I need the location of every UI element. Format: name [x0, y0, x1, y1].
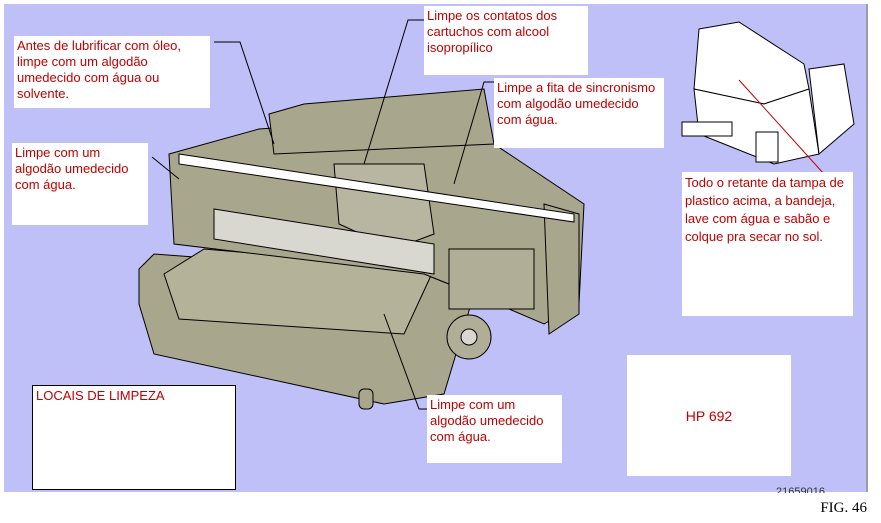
note-contatos: Limpe os contatos dos cartuchos com alco…	[424, 6, 588, 75]
gear-housing	[448, 248, 535, 310]
front-foot	[358, 388, 374, 410]
figure-label: FIG. 46	[820, 500, 867, 516]
paper-tray	[163, 248, 435, 335]
feed-roller	[213, 208, 435, 275]
side-plate	[543, 203, 580, 335]
note-esquerda: Limpe com um algodão umedecido com água.	[12, 143, 148, 225]
carriage-cover	[268, 88, 495, 155]
model-box: HP 692	[627, 355, 791, 476]
small-printer-illustration	[681, 21, 855, 175]
note-lubrificar: Antes de lubrificar com óleo, limpe com …	[14, 36, 210, 108]
printer-mechanism-illustration	[138, 19, 855, 410]
model-label: HP 692	[685, 407, 733, 424]
note-fita: Limpe a fita de sincronismo com algodão …	[494, 78, 664, 148]
title-box: LOCAIS DE LIMPEZA	[32, 385, 236, 490]
note-inferior: Limpe com um algodão umedecido com água.	[427, 395, 562, 463]
slider-rod	[178, 153, 575, 223]
diagram-canvas: Antes de lubrificar com óleo, limpe com …	[4, 4, 868, 492]
figure-code: 21659016	[776, 486, 825, 493]
note-tampa: Todo o retante da tampa de plastico acim…	[682, 172, 853, 316]
